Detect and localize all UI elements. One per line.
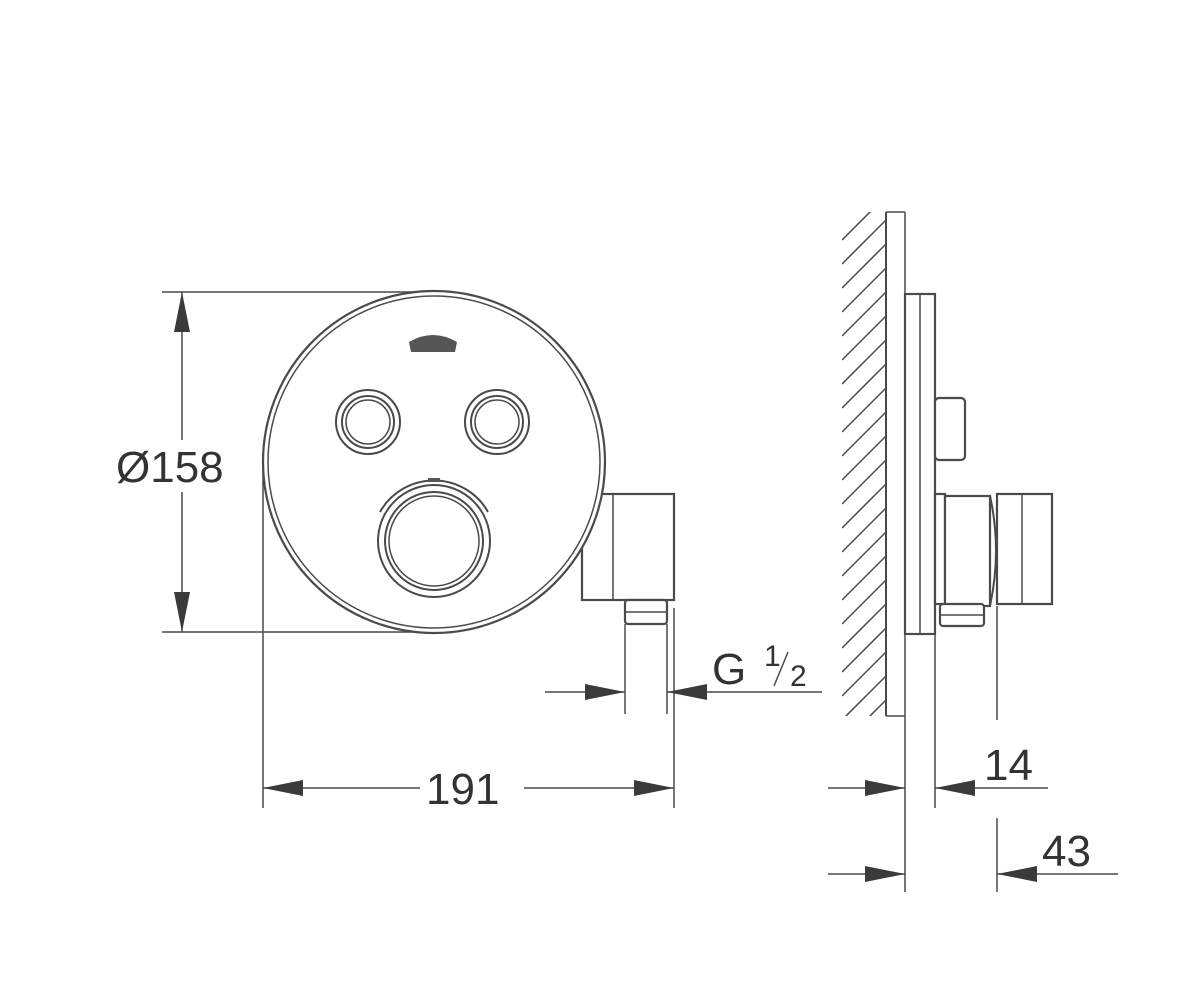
temperature-mark-icon: [428, 478, 440, 482]
front-view: Ø158: [112, 289, 822, 814]
width-label: 191: [426, 765, 499, 814]
thread-label-g: G: [712, 645, 746, 694]
arrow-left-icon: [997, 866, 1037, 882]
thermostat-dial[interactable]: [377, 478, 491, 598]
depth-dimension-14: 14: [828, 634, 1048, 808]
arrow-right-icon: [865, 780, 905, 796]
depth-label-14: 14: [984, 741, 1033, 790]
brand-logo-icon: [409, 335, 457, 352]
cover-plate: [261, 289, 607, 635]
button-profile: [933, 396, 967, 462]
thread-label-numerator: 1: [764, 640, 781, 673]
dial-profile: [933, 492, 997, 608]
push-button-left[interactable]: [335, 389, 401, 455]
arrow-down-icon: [174, 592, 190, 632]
arrow-up-icon: [174, 292, 190, 332]
arrow-left-icon: [263, 780, 303, 796]
diameter-dimension: Ø158: [112, 291, 430, 633]
thread-dimension: G 1 2: [545, 624, 822, 714]
outlet-profile: [938, 492, 1054, 628]
arrow-left-icon: [935, 780, 975, 796]
arrow-right-icon: [634, 780, 674, 796]
arrow-right-icon: [865, 866, 905, 882]
width-dimension: 191: [263, 765, 674, 814]
arrow-left-icon: [667, 684, 707, 700]
arrow-right-icon: [585, 684, 625, 700]
thread-label-denominator: 2: [790, 660, 807, 693]
depth-dimension-43: 43: [828, 606, 1118, 892]
depth-label-43: 43: [1042, 827, 1091, 876]
side-view: 14 43: [828, 211, 1118, 892]
push-button-right[interactable]: [464, 389, 530, 455]
diameter-label: Ø158: [116, 443, 224, 492]
